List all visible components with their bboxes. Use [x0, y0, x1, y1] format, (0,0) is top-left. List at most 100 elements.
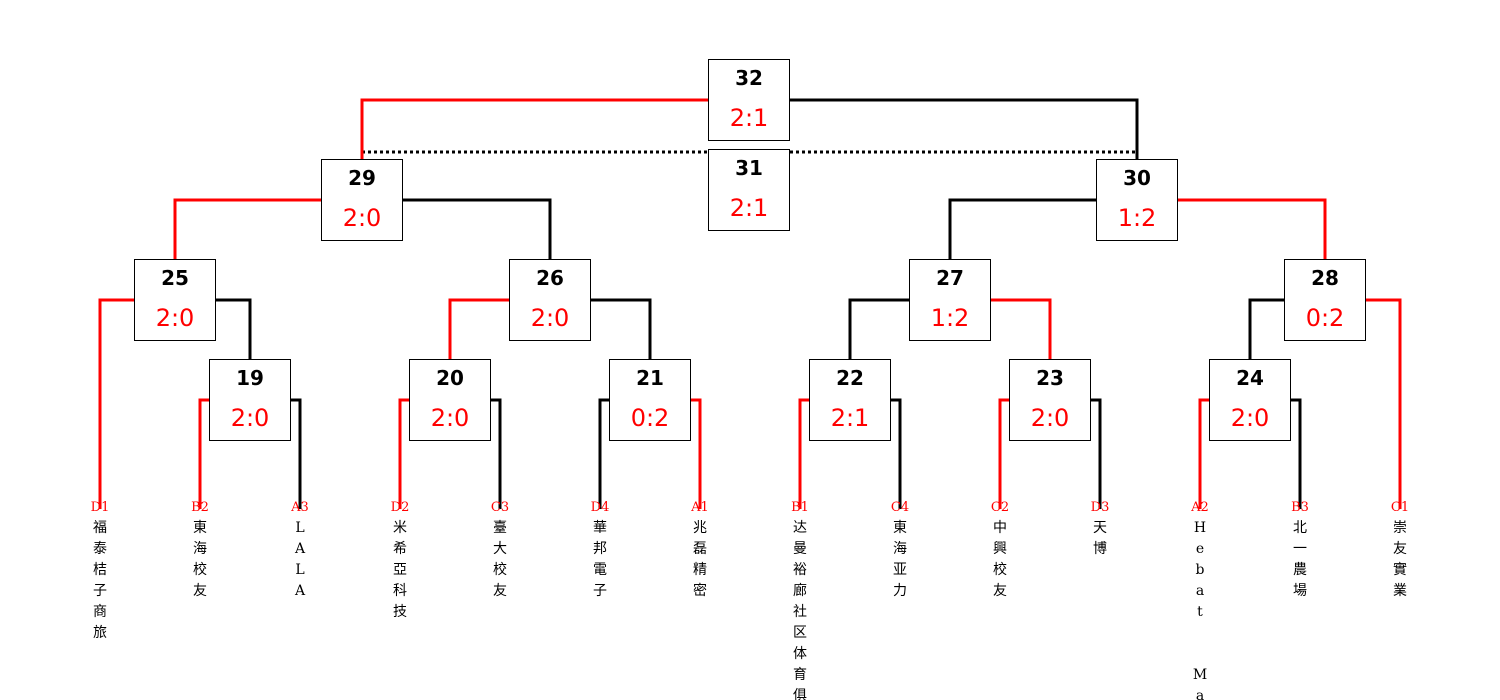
- match-box-29: 29 2:0: [321, 159, 403, 241]
- match-score: 2:0: [342, 204, 382, 232]
- team-seed: C3: [490, 500, 510, 515]
- match-number: 31: [735, 156, 763, 180]
- bracket-line-29-left: [173, 198, 321, 259]
- bracket-line-30-right: [1178, 198, 1327, 259]
- match-score: 2:1: [729, 104, 769, 132]
- match-number: 28: [1311, 266, 1339, 290]
- team-name: 東海亚力: [893, 520, 907, 599]
- match-number: 26: [536, 266, 564, 290]
- bracket-line-23-right: [1091, 398, 1102, 509]
- match-score: 2:0: [1030, 404, 1070, 432]
- match-score: 2:0: [230, 404, 270, 432]
- match-number: 22: [836, 366, 864, 390]
- match-number: 24: [1236, 366, 1264, 390]
- bracket-line-23-left: [998, 398, 1009, 509]
- bracket-line-32-left: [360, 98, 708, 159]
- match-score: 2:1: [729, 194, 769, 222]
- match-number: 19: [236, 366, 264, 390]
- team-seed: D3: [1090, 500, 1110, 515]
- team-seed: C2: [990, 500, 1010, 515]
- match-number: 29: [348, 166, 376, 190]
- team-seed: A3: [291, 500, 309, 515]
- match-number: 21: [636, 366, 664, 390]
- match-score: 2:0: [430, 404, 470, 432]
- team-entry: C2 中興校友: [985, 500, 1015, 602]
- match-number: 30: [1123, 166, 1151, 190]
- bracket-line-19-left: [198, 398, 209, 509]
- match-score: 0:2: [1305, 304, 1345, 332]
- team-entry: A1 兆磊精密: [685, 500, 715, 602]
- team-seed: B2: [191, 500, 209, 515]
- team-seed: D4: [590, 500, 610, 515]
- team-entry: D4 華邦電子: [585, 500, 615, 602]
- team-seed: B3: [1291, 500, 1309, 515]
- match-box-32: 32 2:1: [708, 59, 790, 141]
- match-number: 23: [1036, 366, 1064, 390]
- bracket-line-24-left: [1198, 398, 1209, 509]
- team-entry: B2 東海校友: [185, 500, 215, 602]
- team-name: 米希亞科技: [393, 520, 407, 620]
- match-box-19: 19 2:0: [209, 359, 291, 441]
- match-box-31: 31 2:1: [708, 149, 790, 231]
- match-box-21: 21 0:2: [609, 359, 691, 441]
- bracket-line-28-left: [1248, 298, 1284, 359]
- team-seed: D1: [90, 500, 110, 515]
- team-name: 福泰桔子商旅: [93, 520, 107, 641]
- bracket-line-27-left: [848, 298, 909, 359]
- match-number: 25: [161, 266, 189, 290]
- team-seed: C4: [890, 500, 910, 515]
- team-entry: C1 崇友實業: [1385, 500, 1415, 602]
- bracket-line-25-left: [98, 298, 134, 509]
- bracket-line-24-right: [1291, 398, 1302, 509]
- match-box-22: 22 2:1: [809, 359, 891, 441]
- team-entry: B1 达曼裕廊社区体育俱: [785, 500, 815, 700]
- bracket-line-21-right: [691, 398, 702, 509]
- team-name: 兆磊精密: [693, 520, 707, 599]
- match-box-30: 30 1:2: [1096, 159, 1178, 241]
- team-seed: C1: [1390, 500, 1410, 515]
- match-number: 20: [436, 366, 464, 390]
- team-seed: B1: [791, 500, 809, 515]
- match-number: 32: [735, 66, 763, 90]
- team-name: 東海校友: [193, 520, 207, 599]
- team-seed: D2: [390, 500, 410, 515]
- bracket-line-20-left: [398, 398, 409, 509]
- bracket-line-22-right: [891, 398, 902, 509]
- bracket-line-28-right: [1366, 298, 1402, 509]
- bracket-line-30-left: [948, 198, 1096, 259]
- match-score: 2:1: [830, 404, 870, 432]
- team-name: 中興校友: [993, 520, 1007, 599]
- match-score: 1:2: [1117, 204, 1157, 232]
- team-entry: C4 東海亚力: [885, 500, 915, 602]
- match-box-28: 28 0:2: [1284, 259, 1366, 341]
- team-seed: A1: [691, 500, 709, 515]
- match-box-27: 27 1:2: [909, 259, 991, 341]
- team-seed: A2: [1191, 500, 1209, 515]
- bracket-line-25-right: [216, 298, 252, 359]
- bracket-line-27-right: [991, 298, 1052, 359]
- team-name: 華邦電子: [593, 520, 607, 599]
- bracket-line-29-right: [403, 198, 552, 259]
- bracket-line-19-right: [291, 398, 302, 509]
- match-box-23: 23 2:0: [1009, 359, 1091, 441]
- match-score: 1:2: [930, 304, 970, 332]
- bracket-line-21-left: [598, 398, 609, 509]
- team-name: 崇友實業: [1393, 520, 1407, 599]
- team-name: 达曼裕廊社区体育俱: [793, 520, 807, 700]
- match-number: 27: [936, 266, 964, 290]
- bracket-line-26-right: [591, 298, 652, 359]
- team-entry: D2 米希亞科技: [385, 500, 415, 623]
- match-score: 0:2: [630, 404, 670, 432]
